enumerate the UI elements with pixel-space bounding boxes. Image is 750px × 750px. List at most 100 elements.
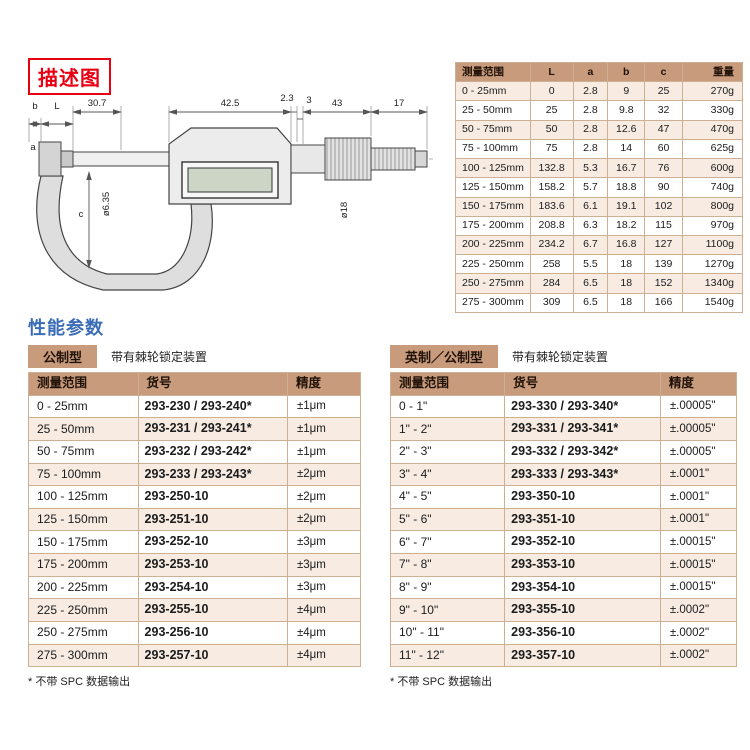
dim-label-3: 3 xyxy=(306,95,311,106)
table-cell: 14 xyxy=(607,138,646,160)
table-row: 1" - 2"293-331 / 293-341*±.00005" xyxy=(389,417,738,441)
dim-label-L: L xyxy=(54,101,59,112)
table-cell: 225 - 250mm xyxy=(28,598,139,622)
table-cell: 6.1 xyxy=(572,196,609,217)
table-cell: 25 - 50mm xyxy=(455,100,531,121)
column-header: 货号 xyxy=(137,372,288,396)
table-cell: 0 - 25mm xyxy=(28,394,139,419)
table-cell: 275 - 300mm xyxy=(455,292,531,313)
table-cell: 5.7 xyxy=(572,177,609,198)
table-cell: 16.8 xyxy=(607,234,646,256)
table-cell: ±.0002" xyxy=(659,620,738,645)
table-cell: 293-252-10 xyxy=(137,530,288,554)
table-cell: 18.8 xyxy=(607,177,646,198)
table-cell: 152 xyxy=(644,273,683,294)
table-cell: 293-357-10 xyxy=(504,643,661,668)
table-cell: 18.2 xyxy=(607,215,646,236)
section-title: 性能参数 xyxy=(28,318,104,338)
table-cell: ±3μm xyxy=(286,575,362,600)
table-cell: 293-332 / 293-342* xyxy=(504,439,661,464)
metric-block-head: 公制型 带有棘轮锁定装置 xyxy=(28,344,361,368)
table-cell: ±3μm xyxy=(286,530,362,554)
table-cell: 115 xyxy=(644,215,683,236)
dim-label-42-5: 42.5 xyxy=(221,98,240,109)
metric-type-label: 公制型 xyxy=(28,344,98,368)
table-cell: 5.3 xyxy=(572,158,609,179)
table-cell: 200 - 225mm xyxy=(455,234,531,256)
table-cell: 10" - 11" xyxy=(389,620,506,645)
table-row: 3" - 4"293-333 / 293-343*±.0001" xyxy=(389,462,738,487)
table-cell: 102 xyxy=(644,196,683,217)
inch-table: 测量范围货号精度 0 - 1"293-330 / 293-340*±.00005… xyxy=(389,372,738,668)
table-cell: 18 xyxy=(607,254,646,275)
table-cell: 1" - 2" xyxy=(389,417,506,441)
table-cell: 293-350-10 xyxy=(504,485,661,509)
table-cell: 0 - 1" xyxy=(389,394,506,419)
table-cell: 6.5 xyxy=(572,273,609,294)
table-cell: 4" - 5" xyxy=(389,485,506,509)
table-row: 2" - 3"293-332 / 293-342*±.00005" xyxy=(389,439,738,464)
table-cell: 309 xyxy=(529,292,574,313)
table-cell: 125 - 150mm xyxy=(455,177,531,198)
dim-label-43: 43 xyxy=(332,98,343,109)
table-cell: ±.00005" xyxy=(659,417,738,441)
table-cell: 6.5 xyxy=(572,292,609,313)
table-cell: 50 - 75mm xyxy=(455,119,531,140)
table-cell: 18 xyxy=(607,273,646,294)
table-cell: 250 - 275mm xyxy=(28,620,139,645)
table-cell: 208.8 xyxy=(529,215,574,236)
table-cell: 284 xyxy=(529,273,574,294)
table-cell: 5.5 xyxy=(572,254,609,275)
table-cell: 75 - 100mm xyxy=(28,462,139,487)
dim-label-dia-18: ø18 xyxy=(339,202,350,218)
table-cell: 293-356-10 xyxy=(504,620,661,645)
table-cell: 1270g xyxy=(681,254,744,275)
column-header: c xyxy=(644,61,683,83)
dim-label-c: c xyxy=(79,209,84,220)
metric-subtitle: 带有棘轮锁定装置 xyxy=(111,349,208,364)
table-cell: 800g xyxy=(681,196,744,217)
table-cell: 9" - 10" xyxy=(389,598,506,622)
table-cell: ±.00005" xyxy=(659,394,738,419)
table-cell: 25 - 50mm xyxy=(28,417,139,441)
table-cell: 6" - 7" xyxy=(389,530,506,554)
table-cell: ±1μm xyxy=(286,439,362,464)
inch-block: 英制／公制型 带有棘轮锁定装置 测量范围货号精度 0 - 1"293-330 /… xyxy=(389,344,738,689)
table-cell: 275 - 300mm xyxy=(28,643,139,668)
table-row: 6" - 7"293-352-10±.00015" xyxy=(389,530,738,554)
micrometer-drawing-icon: b L 30.7 42.5 2.3 3 43 17 a c ø6.35 ø18 xyxy=(28,93,433,291)
table-cell: 740g xyxy=(681,177,744,198)
dim-label-2-3: 2.3 xyxy=(280,93,293,104)
column-header: 测量范围 xyxy=(455,61,531,83)
table-cell: 18 xyxy=(607,292,646,313)
table-cell: 175 - 200mm xyxy=(455,215,531,236)
table-cell: ±2μm xyxy=(286,485,362,509)
table-cell: ±1μm xyxy=(286,417,362,441)
table-cell: 293-230 / 293-240* xyxy=(137,394,288,419)
table-cell: 75 - 100mm xyxy=(455,138,531,160)
table-cell: 225 - 250mm xyxy=(455,254,531,275)
table-cell: 293-257-10 xyxy=(137,643,288,668)
table-cell: 127 xyxy=(644,234,683,256)
column-header: 货号 xyxy=(504,372,661,396)
table-cell: 16.7 xyxy=(607,158,646,179)
table-cell: 183.6 xyxy=(529,196,574,217)
table-cell: 1340g xyxy=(681,273,744,294)
table-cell: 3" - 4" xyxy=(389,462,506,487)
table-cell: 293-251-10 xyxy=(137,507,288,532)
inch-table-header-row: 测量范围货号精度 xyxy=(389,372,738,396)
table-cell: 1540g xyxy=(681,292,744,313)
